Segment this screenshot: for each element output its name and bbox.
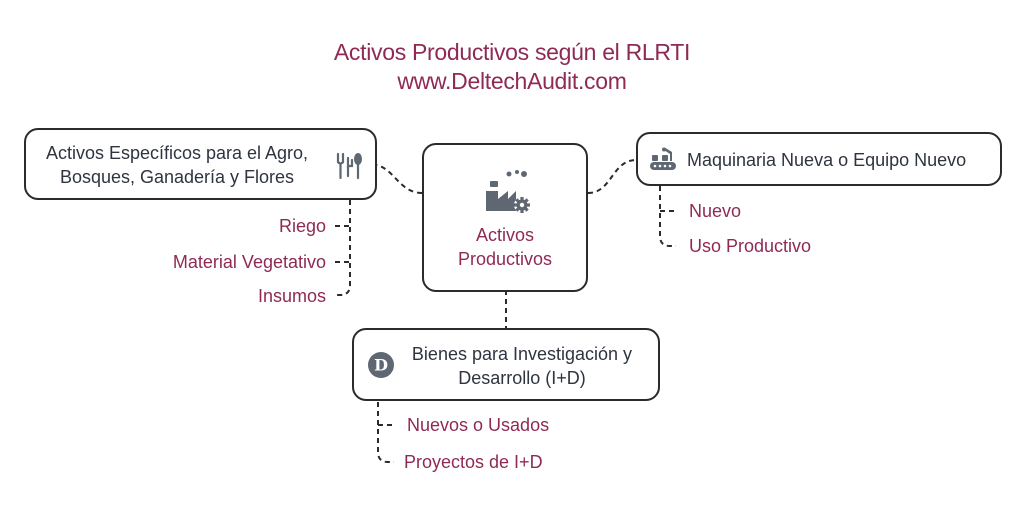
agro-label-line2: Bosques, Ganadería y Flores xyxy=(59,167,295,187)
maquinaria-node: Maquinaria Nueva o Equipo Nuevo xyxy=(636,132,1002,186)
factory-gear-icon xyxy=(486,170,530,213)
bienes-label-line2: Desarrollo (I+D) xyxy=(458,368,586,388)
connector-center-agro xyxy=(376,164,423,194)
d-circle-letter: D xyxy=(374,356,388,375)
center-label-line1: Activos xyxy=(475,225,535,245)
agro-item-material-vegetativo: Material Vegetativo xyxy=(172,252,326,272)
center-node: Activos Productivos xyxy=(422,143,588,292)
maquinaria-item-nuevo: Nuevo xyxy=(689,201,742,221)
connector-bienes-items xyxy=(377,402,394,463)
agro-item-insumos: Insumos xyxy=(257,286,326,306)
connector-agro-items xyxy=(334,200,351,296)
agro-label-line1: Activos Específicos para el Agro, xyxy=(45,143,309,163)
bienes-item-nuevos-usados: Nuevos o Usados xyxy=(407,415,550,435)
diagram-subtitle: www.DeltechAudit.com xyxy=(397,68,627,94)
diagram-title: Activos Productivos según el RLRTI xyxy=(333,39,691,65)
connector-center-maquinaria xyxy=(587,159,637,194)
agro-node: Activos Específicos para el Agro, Bosque… xyxy=(24,128,377,200)
bienes-item-proyectos: Proyectos de I+D xyxy=(404,452,543,472)
conveyor-robot-icon xyxy=(650,147,676,170)
agro-item-riego: Riego xyxy=(278,216,326,236)
center-label-line2: Productivos xyxy=(457,249,553,269)
bienes-node: D Bienes para Investigación y Desarrollo… xyxy=(352,328,660,401)
fork-spoon-icon xyxy=(336,152,362,180)
maquinaria-label: Maquinaria Nueva o Equipo Nuevo xyxy=(687,150,967,170)
maquinaria-item-uso-productivo: Uso Productivo xyxy=(689,236,812,256)
d-circle-icon: D xyxy=(368,352,394,378)
connector-maq-items xyxy=(659,186,676,247)
bienes-label-line1: Bienes para Investigación y xyxy=(411,344,633,364)
